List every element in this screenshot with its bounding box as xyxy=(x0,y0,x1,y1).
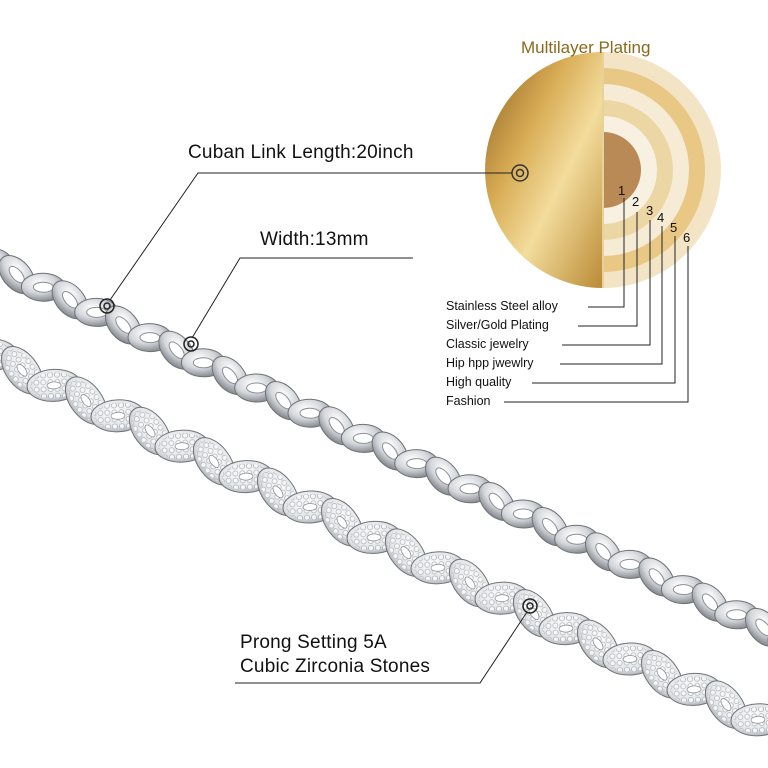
layer-label-4: Hip hpp jwewlry xyxy=(446,356,534,370)
length-callout: Cuban Link Length:20inch xyxy=(188,142,414,163)
chain-link xyxy=(744,607,768,647)
plating-title: Multilayer Plating xyxy=(521,38,651,57)
layer-number-1: 1 xyxy=(618,183,626,198)
layer-number-4: 4 xyxy=(657,210,665,225)
layer-label-3: Classic jewelry xyxy=(446,337,529,351)
width-callout: Width:13mm xyxy=(260,229,369,250)
stones-callout-line1: Prong Setting 5A xyxy=(240,632,387,653)
plain-cuban-chain xyxy=(0,247,768,655)
stones-callout-line2: Cubic Zirconia Stones xyxy=(240,656,431,677)
layer-number-3: 3 xyxy=(646,203,654,218)
layer-number-2: 2 xyxy=(632,194,640,209)
iced-cuban-chain xyxy=(0,338,768,737)
layer-label-6: Fashion xyxy=(446,394,491,408)
layer-label-5: High quality xyxy=(446,375,512,389)
layer-label-1: Stainless Steel alloy xyxy=(446,299,558,313)
layer-number-5: 5 xyxy=(670,220,678,235)
leader-lines xyxy=(99,172,689,684)
plating-cross-section xyxy=(485,52,721,288)
iced-chain-link xyxy=(730,703,768,737)
layer-number-6: 6 xyxy=(683,230,691,245)
layer-label-2: Silver/Gold Plating xyxy=(446,318,549,332)
